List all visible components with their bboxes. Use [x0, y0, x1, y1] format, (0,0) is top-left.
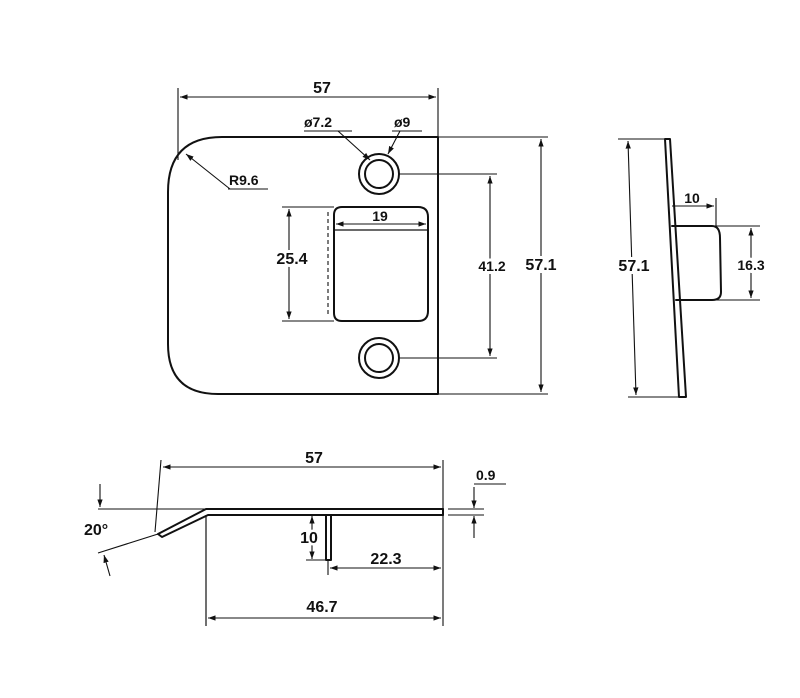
hole-spacing-label: 41.2	[478, 258, 505, 274]
bottom-mounting-hole	[358, 337, 400, 379]
side-view: 57.1 10 16.3	[615, 138, 768, 398]
opening-height-label: 25.4	[276, 251, 307, 268]
latch-opening	[333, 206, 429, 322]
bottom-view: 57 0.9 20° 10 22.3 46.7	[84, 450, 506, 626]
corner-radius-label: R9.6	[229, 172, 259, 188]
tab-projection-label: 10	[684, 190, 700, 206]
large-hole-label: ø9	[394, 114, 411, 130]
front-height-label: 57.1	[525, 257, 556, 274]
small-hole-label: ø7.2	[304, 114, 332, 130]
top-mounting-hole	[358, 153, 400, 195]
radius-leader	[185, 153, 231, 190]
thickness-label: 0.9	[476, 467, 496, 483]
side-plate-profile	[664, 138, 687, 398]
front-plate-outline	[167, 136, 439, 395]
angle-lip-extension	[97, 533, 159, 554]
bottom-width-ext-left	[154, 459, 162, 533]
lip-angle-label: 20°	[84, 522, 108, 539]
front-view: 57 ø7.2 ø9 R9.6 25.4 19 41.2 57.1	[167, 80, 560, 395]
opening-width-label: 19	[372, 208, 388, 224]
side-height-dimension-line	[625, 140, 639, 396]
tab-height-label: 16.3	[737, 257, 764, 273]
bottom-width-label: 57	[305, 450, 323, 467]
flat-length-label: 46.7	[306, 599, 337, 616]
front-width-label: 57	[313, 80, 331, 97]
angle-arrow-bottom	[103, 554, 111, 577]
tab-depth-label: 10	[300, 530, 318, 547]
side-height-label: 57.1	[618, 258, 649, 275]
tab-offset-label: 22.3	[370, 551, 401, 568]
large-hole-leader	[387, 130, 401, 155]
small-hole-leader	[337, 130, 371, 161]
bottom-tab-profile	[325, 514, 332, 561]
